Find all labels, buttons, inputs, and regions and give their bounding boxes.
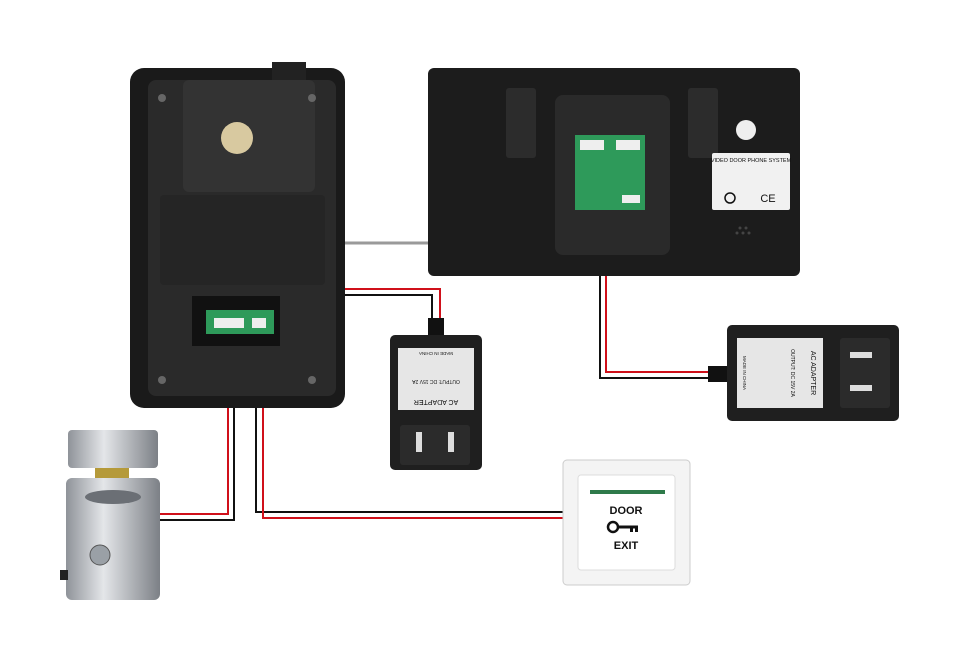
key-cylinder: [89, 544, 111, 566]
recycle-icon: [724, 192, 736, 204]
monitor-label-title: VIDEO DOOR PHONE SYSTEM: [711, 158, 792, 164]
ce-mark: CE: [760, 193, 775, 205]
qc-sticker: [221, 122, 253, 154]
monitor-label: [712, 153, 790, 210]
ac-adapter-camera: AC ADAPTER OUTPUT: DC 15V 2A MADE IN CHI…: [390, 318, 482, 470]
adapter-output: OUTPUT: DC 15V 2A: [789, 349, 795, 397]
adapter-title: AC ADAPTER: [809, 351, 816, 395]
adapter-title: AC ADAPTER: [414, 398, 458, 405]
door-exit-button: DOOR EXIT: [562, 459, 691, 586]
adapter-output: OUTPUT: DC 15V 2A: [411, 378, 459, 384]
indoor-monitor: VIDEO DOOR PHONE SYSTEM CE: [428, 68, 800, 276]
plug-prongs: [840, 338, 890, 408]
adapter-made-in: MADE IN CHINA: [419, 351, 453, 356]
electric-lock: [60, 430, 160, 600]
exit-button-line2: EXIT: [614, 540, 639, 552]
plug-prongs: [400, 425, 470, 465]
adapter-made-in: MADE IN CHINA: [742, 356, 747, 390]
exit-button-line1: DOOR: [610, 505, 643, 517]
key-icon: [606, 520, 638, 534]
speaker-grille: [735, 226, 751, 235]
ac-adapter-monitor: AC ADAPTER OUTPUT: DC 15V 2A MADE IN CHI…: [708, 325, 899, 421]
outdoor-camera-unit: [130, 62, 345, 408]
qc-sticker: [736, 120, 756, 140]
